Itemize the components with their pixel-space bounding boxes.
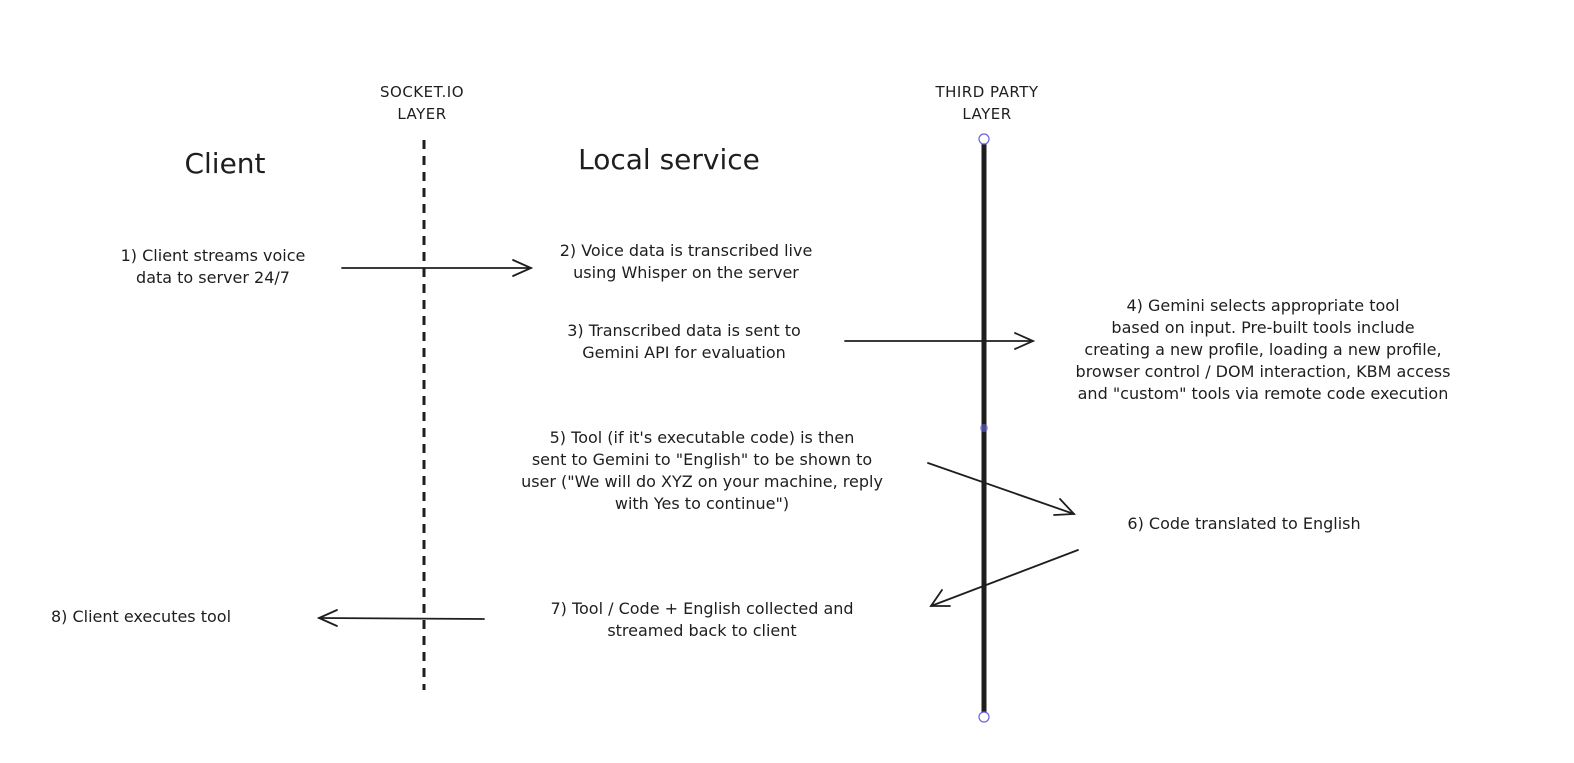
arrow-step6-to-step7[interactable] [929,549,1079,607]
arrow-step3-to-step4[interactable] [844,332,1036,350]
step-4-text: 4) Gemini selects appropriate tool based… [1075,296,1451,403]
step-1-text: 1) Client streams voice data to server 2… [120,246,306,287]
socket-io-layer-label: SOCKET.IO LAYER [380,83,464,123]
step-8-text: 8) Client executes tool [50,607,232,626]
arrow-step1-to-step2[interactable] [341,259,534,277]
client-heading: Client [184,147,266,180]
line-handle-bottom[interactable] [978,711,990,723]
local-service-heading: Local service [578,143,760,176]
step-5-text: 5) Tool (if it's executable code) is the… [521,428,883,513]
third-party-layer-label: THIRD PARTY LAYER [935,83,1039,123]
arrow-step5-to-step6[interactable] [927,462,1076,516]
step-2-text: 2) Voice data is transcribed live using … [559,241,813,282]
step-6-text: 6) Code translated to English [1127,514,1361,533]
step-3-text: 3) Transcribed data is sent to Gemini AP… [567,321,801,362]
step-7-text: 7) Tool / Code + English collected and s… [550,599,854,640]
line-handle-top[interactable] [978,133,990,145]
line-handle-mid[interactable] [980,424,988,432]
arrow-step7-to-step8[interactable] [316,609,485,627]
